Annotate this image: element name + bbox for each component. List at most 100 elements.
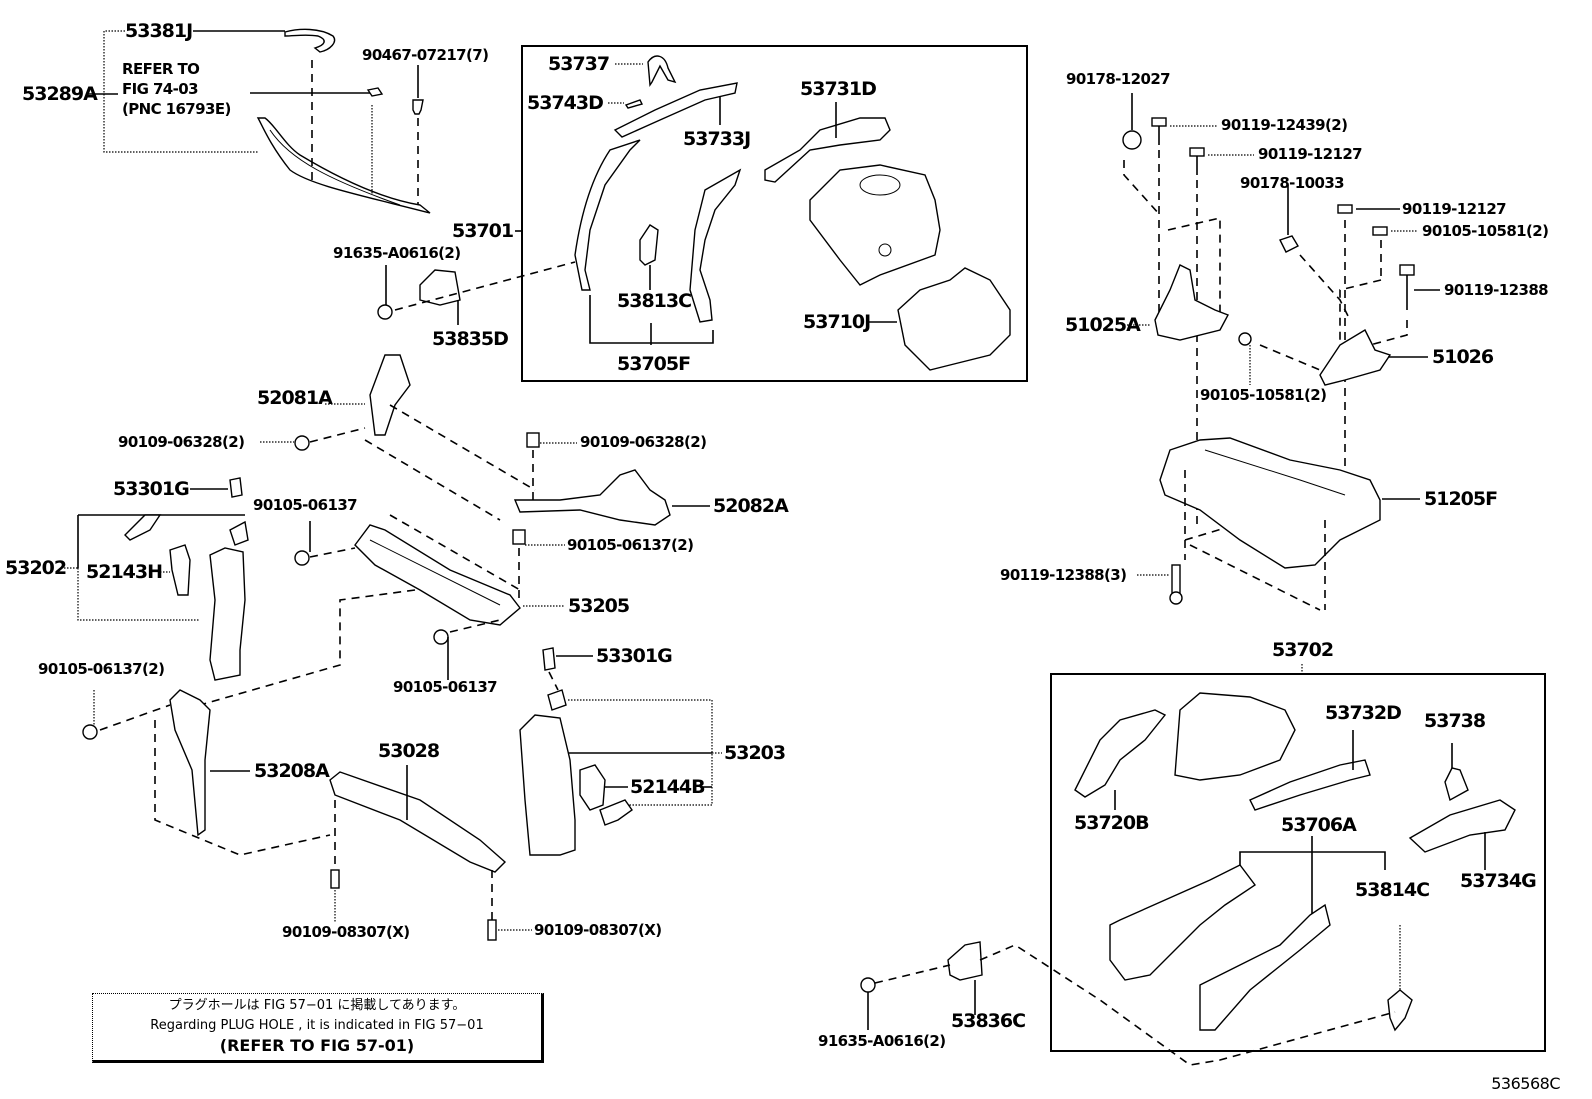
bolt-90109-08307-b[interactable] [487, 919, 497, 941]
part-53705F-outer[interactable] [689, 168, 742, 323]
label-53208A[interactable]: 53208A [254, 760, 330, 782]
label-53738[interactable]: 53738 [1424, 710, 1486, 732]
bracket-52082A[interactable] [513, 469, 671, 526]
bracket-53835D[interactable] [419, 269, 461, 306]
label-53301G-a[interactable]: 53301G [113, 478, 190, 500]
label-90105-06137-d[interactable]: 90105-06137(2) [38, 660, 165, 678]
reinforcement-53208A[interactable] [169, 689, 211, 837]
label-53732D[interactable]: 53732D [1325, 702, 1402, 724]
label-53737[interactable]: 53737 [548, 53, 610, 75]
label-91635-A0616-top[interactable]: 91635-A0616(2) [333, 244, 461, 262]
label-90119-12388-3[interactable]: 90119-12388(3) [1000, 566, 1127, 584]
bolt-90105-10581-b[interactable] [1238, 332, 1252, 346]
label-53702[interactable]: 53702 [1272, 639, 1334, 661]
spring-53301G-b[interactable] [542, 647, 556, 671]
label-53701[interactable]: 53701 [452, 220, 514, 242]
label-91635-A0616-bot[interactable]: 91635-A0616(2) [818, 1032, 946, 1050]
label-51026[interactable]: 51026 [1432, 346, 1494, 368]
bolt-90105-06137-b[interactable] [512, 529, 526, 545]
member-53205[interactable] [354, 524, 521, 626]
label-53743D[interactable]: 53743D [527, 92, 604, 114]
label-51205F[interactable]: 51205F [1424, 488, 1498, 510]
spring-53301G-a[interactable] [229, 477, 243, 498]
label-53706A[interactable]: 53706A [1281, 814, 1357, 836]
bracket-53203-bot[interactable] [599, 799, 633, 826]
label-90109-08307-b[interactable]: 90109-08307(X) [534, 921, 662, 939]
part-53702-upper[interactable] [1174, 692, 1296, 781]
label-53835D[interactable]: 53835D [432, 328, 509, 350]
label-53381J[interactable]: 53381J [125, 20, 193, 42]
bracket-53202-a[interactable] [124, 514, 162, 541]
part-53710J[interactable] [897, 267, 1011, 371]
label-52144B[interactable]: 52144B [630, 776, 706, 798]
label-90178-12027[interactable]: 90178-12027 [1066, 70, 1171, 88]
bolt-90119-12439[interactable] [1151, 117, 1167, 127]
bolt-91635-top[interactable] [377, 304, 393, 320]
label-90105-06137-c[interactable]: 90105-06137 [393, 678, 498, 696]
clip-53738[interactable] [1444, 767, 1469, 802]
bolt-90109-08307-a[interactable] [330, 869, 340, 889]
label-53814C[interactable]: 53814C [1355, 879, 1430, 901]
part-53731D[interactable] [764, 117, 891, 183]
part-53743D[interactable] [624, 99, 644, 109]
label-53731D[interactable]: 53731D [800, 78, 877, 100]
label-53028[interactable]: 53028 [378, 740, 440, 762]
label-51025A[interactable]: 51025A [1065, 314, 1141, 336]
label-53733J[interactable]: 53733J [683, 128, 751, 150]
label-53836C[interactable]: 53836C [951, 1010, 1026, 1032]
part-53705F-inner[interactable] [574, 139, 641, 291]
label-90105-06137-a[interactable]: 90105-06137 [253, 496, 358, 514]
part-53737[interactable] [647, 55, 677, 88]
pillar-53202[interactable] [209, 547, 246, 681]
part-53706A-a[interactable] [1109, 864, 1257, 981]
bolt-91635-bot[interactable] [860, 977, 876, 993]
label-52081A[interactable]: 52081A [257, 387, 333, 409]
part-53814C[interactable] [1387, 989, 1413, 1032]
clip-90467[interactable] [412, 99, 424, 115]
part-53720B[interactable] [1074, 709, 1167, 798]
part-53706A-b[interactable] [1199, 903, 1331, 1031]
label-53205[interactable]: 53205 [568, 595, 630, 617]
label-53301G-b[interactable]: 53301G [596, 645, 673, 667]
bolt-90109-06328-b[interactable] [526, 432, 540, 448]
label-90105-06137-b[interactable]: 90105-06137(2) [567, 536, 694, 554]
bracket-53202-b[interactable] [229, 520, 249, 546]
bracket-52081A[interactable] [369, 354, 411, 436]
label-53705F[interactable]: 53705F [617, 353, 691, 375]
clip-53381J[interactable] [284, 28, 336, 53]
bolt-90109-06328-a[interactable] [294, 435, 310, 451]
bolt-90119-12127-b[interactable] [1337, 204, 1353, 214]
crossmember-51205F[interactable] [1159, 437, 1381, 569]
bracket-53203-top[interactable] [547, 689, 567, 711]
label-90119-12439[interactable]: 90119-12439(2) [1221, 116, 1348, 134]
part-53813C[interactable] [639, 224, 659, 266]
label-53710J[interactable]: 53710J [803, 311, 871, 333]
nut-90178-12027[interactable] [1122, 130, 1142, 150]
bracket-51025A[interactable] [1154, 264, 1229, 341]
label-53289A[interactable]: 53289A [22, 83, 98, 105]
label-90109-06328-a[interactable]: 90109-06328(2) [118, 433, 245, 451]
bolt-90119-12127-a[interactable] [1189, 147, 1205, 157]
label-90109-08307-a[interactable]: 90109-08307(X) [282, 923, 410, 941]
part-53733J[interactable] [613, 82, 738, 138]
part-53732D[interactable] [1249, 759, 1371, 811]
label-53734G[interactable]: 53734G [1460, 870, 1537, 892]
bracket-53836C[interactable] [947, 941, 983, 981]
cowl-panel-53289A[interactable] [256, 117, 431, 214]
nut-90178-10033[interactable] [1279, 235, 1299, 253]
label-53202[interactable]: 53202 [5, 557, 67, 579]
label-53203[interactable]: 53203 [724, 742, 786, 764]
bolt-90105-10581-a[interactable] [1372, 226, 1388, 236]
bracket-51026[interactable] [1319, 329, 1392, 386]
label-90109-06328-b[interactable]: 90109-06328(2) [580, 433, 707, 451]
part-53734G[interactable] [1408, 799, 1516, 853]
part-53710-upper[interactable] [809, 164, 941, 286]
part-52143H[interactable] [169, 544, 191, 596]
bolt-90119-12388[interactable] [1399, 264, 1415, 276]
bolt-90105-06137-d[interactable] [82, 724, 98, 740]
label-90178-10033[interactable]: 90178-10033 [1240, 174, 1345, 192]
pillar-53203[interactable] [519, 714, 576, 856]
bolt-90105-06137-c[interactable] [433, 629, 449, 645]
label-90119-12127-b[interactable]: 90119-12127 [1402, 200, 1507, 218]
label-90105-10581-a[interactable]: 90105-10581(2) [1422, 222, 1549, 240]
